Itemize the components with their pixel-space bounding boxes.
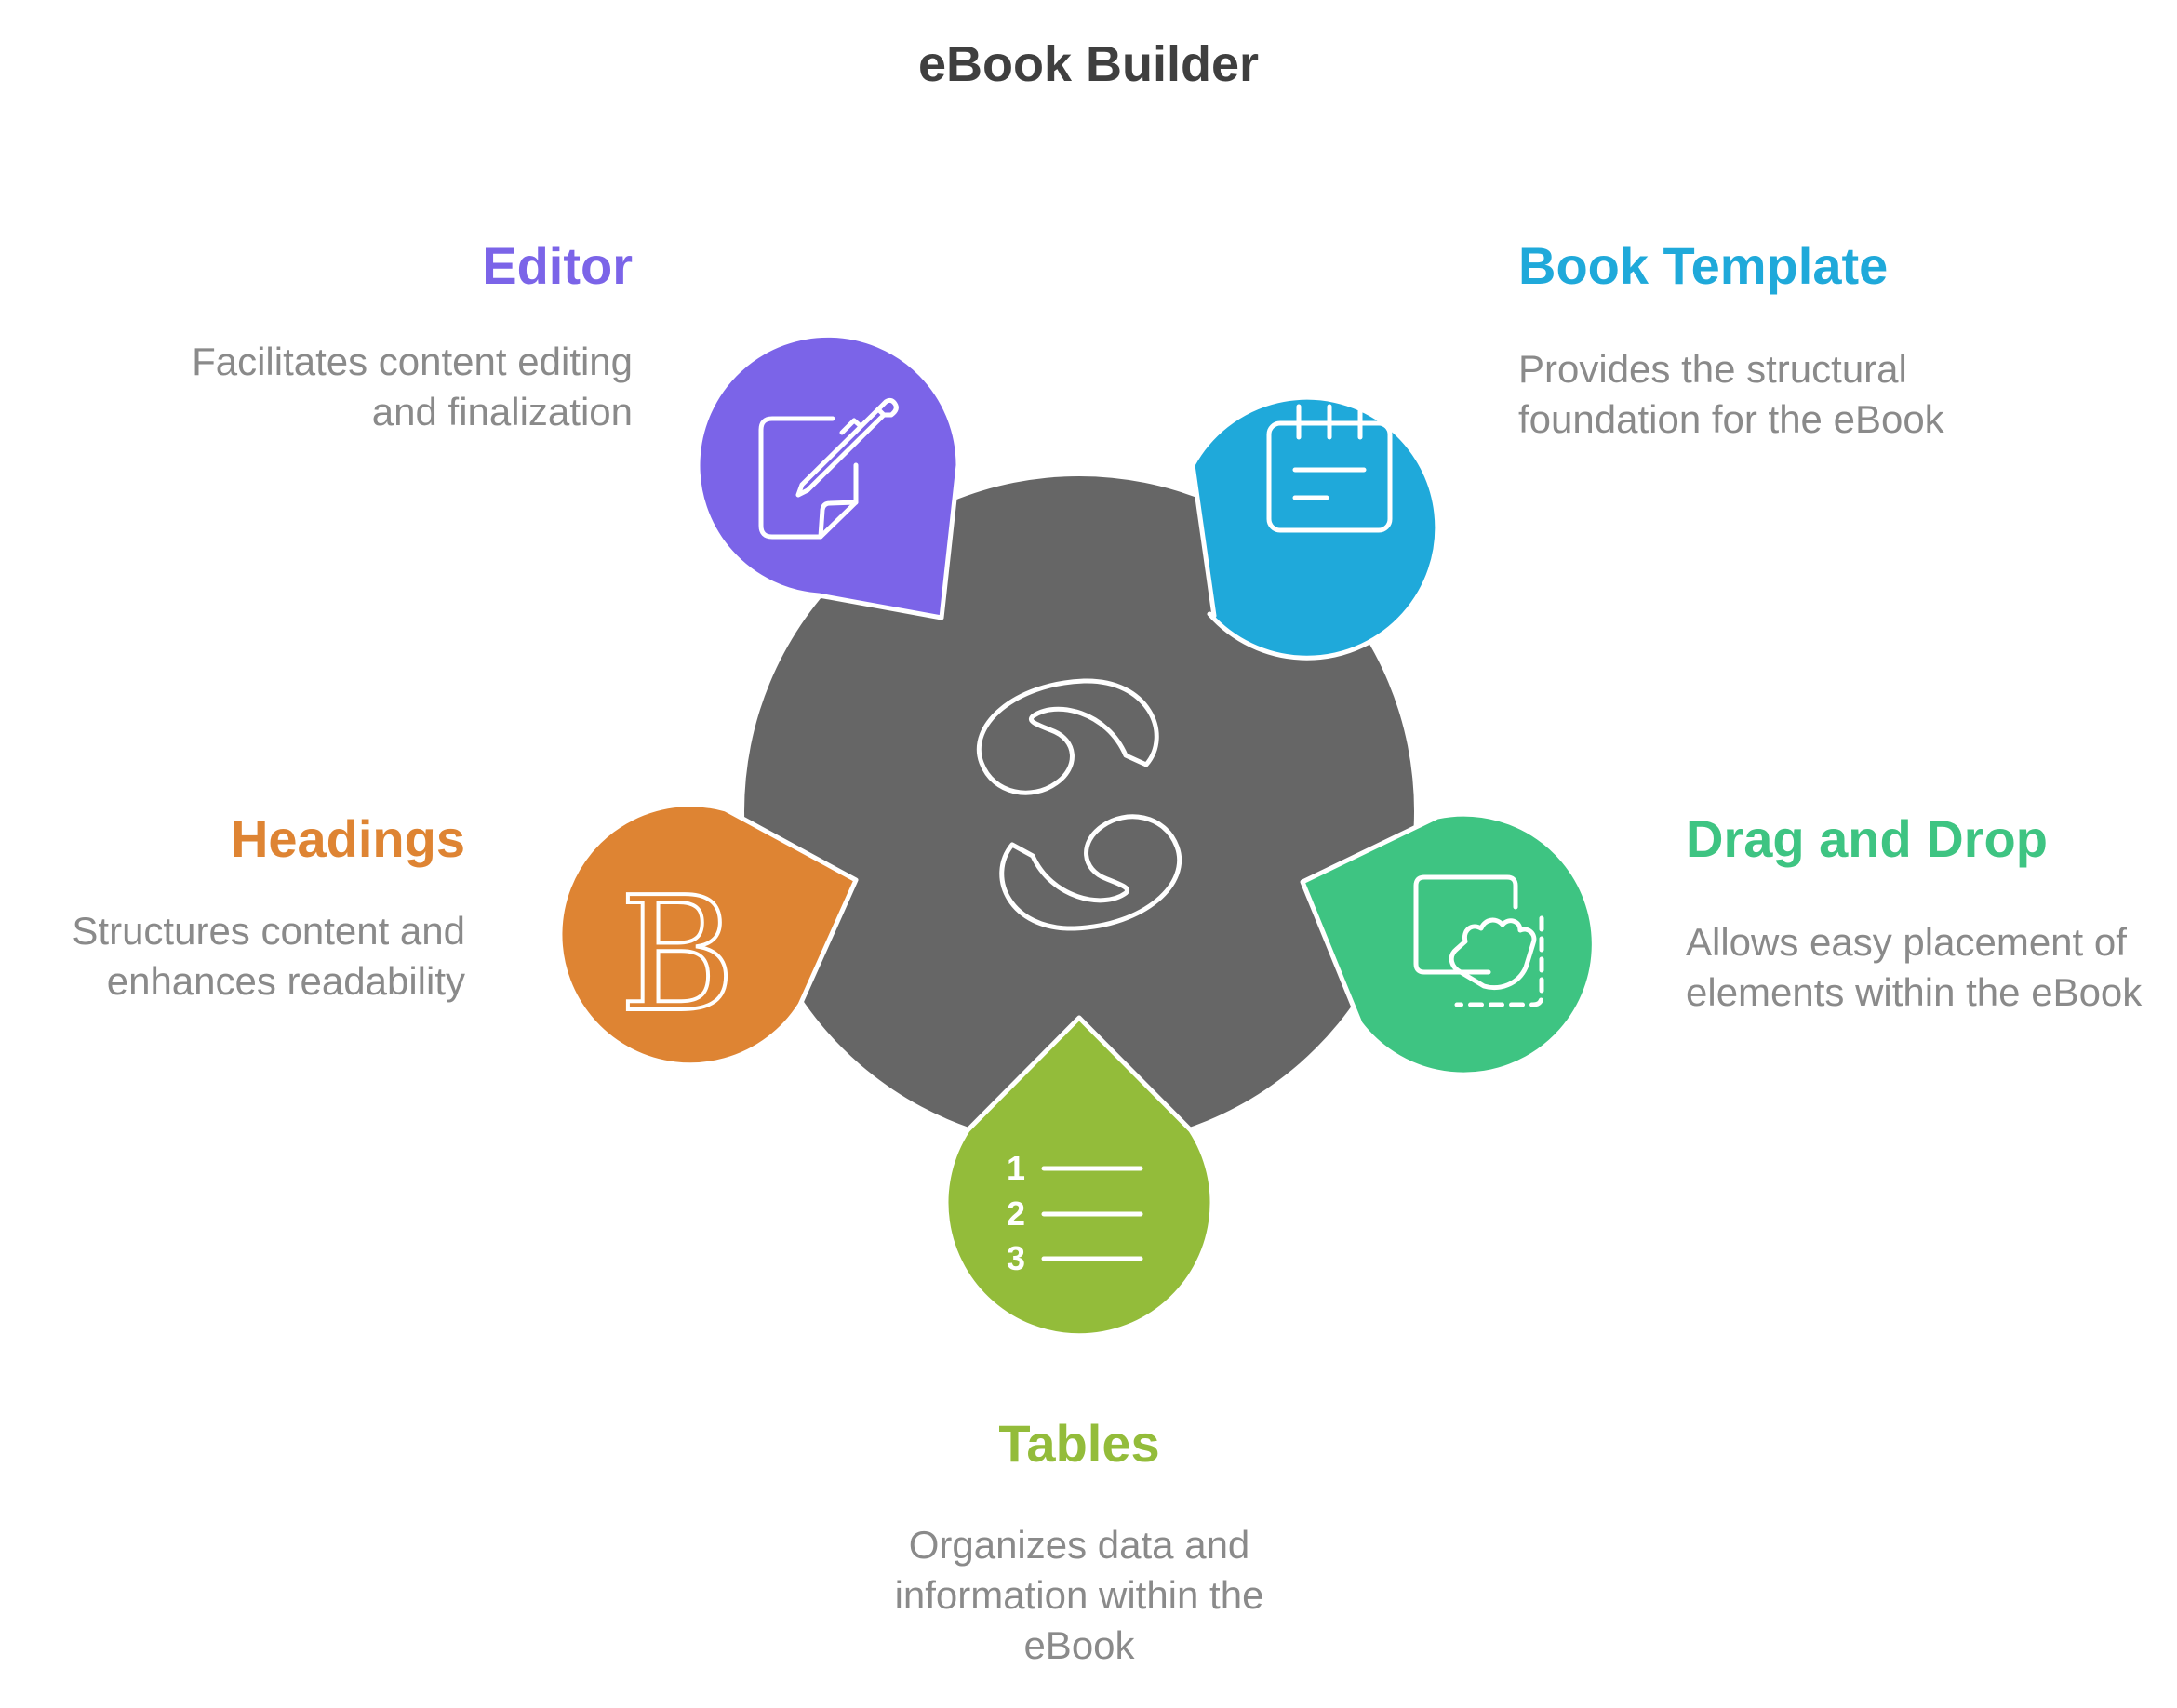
calendar-page-icon [1266, 404, 1393, 533]
drag-and-drop-label: Drag and Drop [1686, 809, 2048, 868]
bold-b-icon: B [618, 861, 738, 1049]
editor-pin [695, 332, 961, 620]
book-template-pin [1190, 394, 1440, 661]
tables-description: Organizes data and information within th… [894, 1523, 1264, 1667]
editor-label: Editor [482, 236, 633, 295]
drag-and-drop-pin [1300, 811, 1596, 1077]
diagram-title: eBook Builder [917, 36, 1260, 92]
tables-label: Tables [998, 1414, 1160, 1473]
numbered-list-icon: 1 2 3 [1007, 1149, 1143, 1277]
hand-drag-icon [1413, 874, 1544, 1007]
book-template-description: Provides the structural foundation for t… [1518, 347, 1944, 441]
editor-description: Facilitates content editing and finaliza… [192, 340, 633, 434]
svg-text:B: B [620, 863, 736, 1047]
headings-label: Headings [230, 809, 465, 868]
tables-pin [943, 1015, 1215, 1339]
note-pencil-icon [758, 397, 899, 540]
headings-description: Structures content and enhances readabil… [72, 909, 465, 1003]
headings-pin [557, 802, 859, 1068]
list-number-2: 2 [1007, 1194, 1025, 1233]
list-number-1: 1 [1007, 1149, 1025, 1187]
double-curl-icon [976, 678, 1182, 931]
book-template-label: Book Template [1518, 236, 1889, 295]
drag-and-drop-description: Allows easy placement of elements within… [1686, 920, 2143, 1014]
list-number-3: 3 [1007, 1239, 1025, 1277]
